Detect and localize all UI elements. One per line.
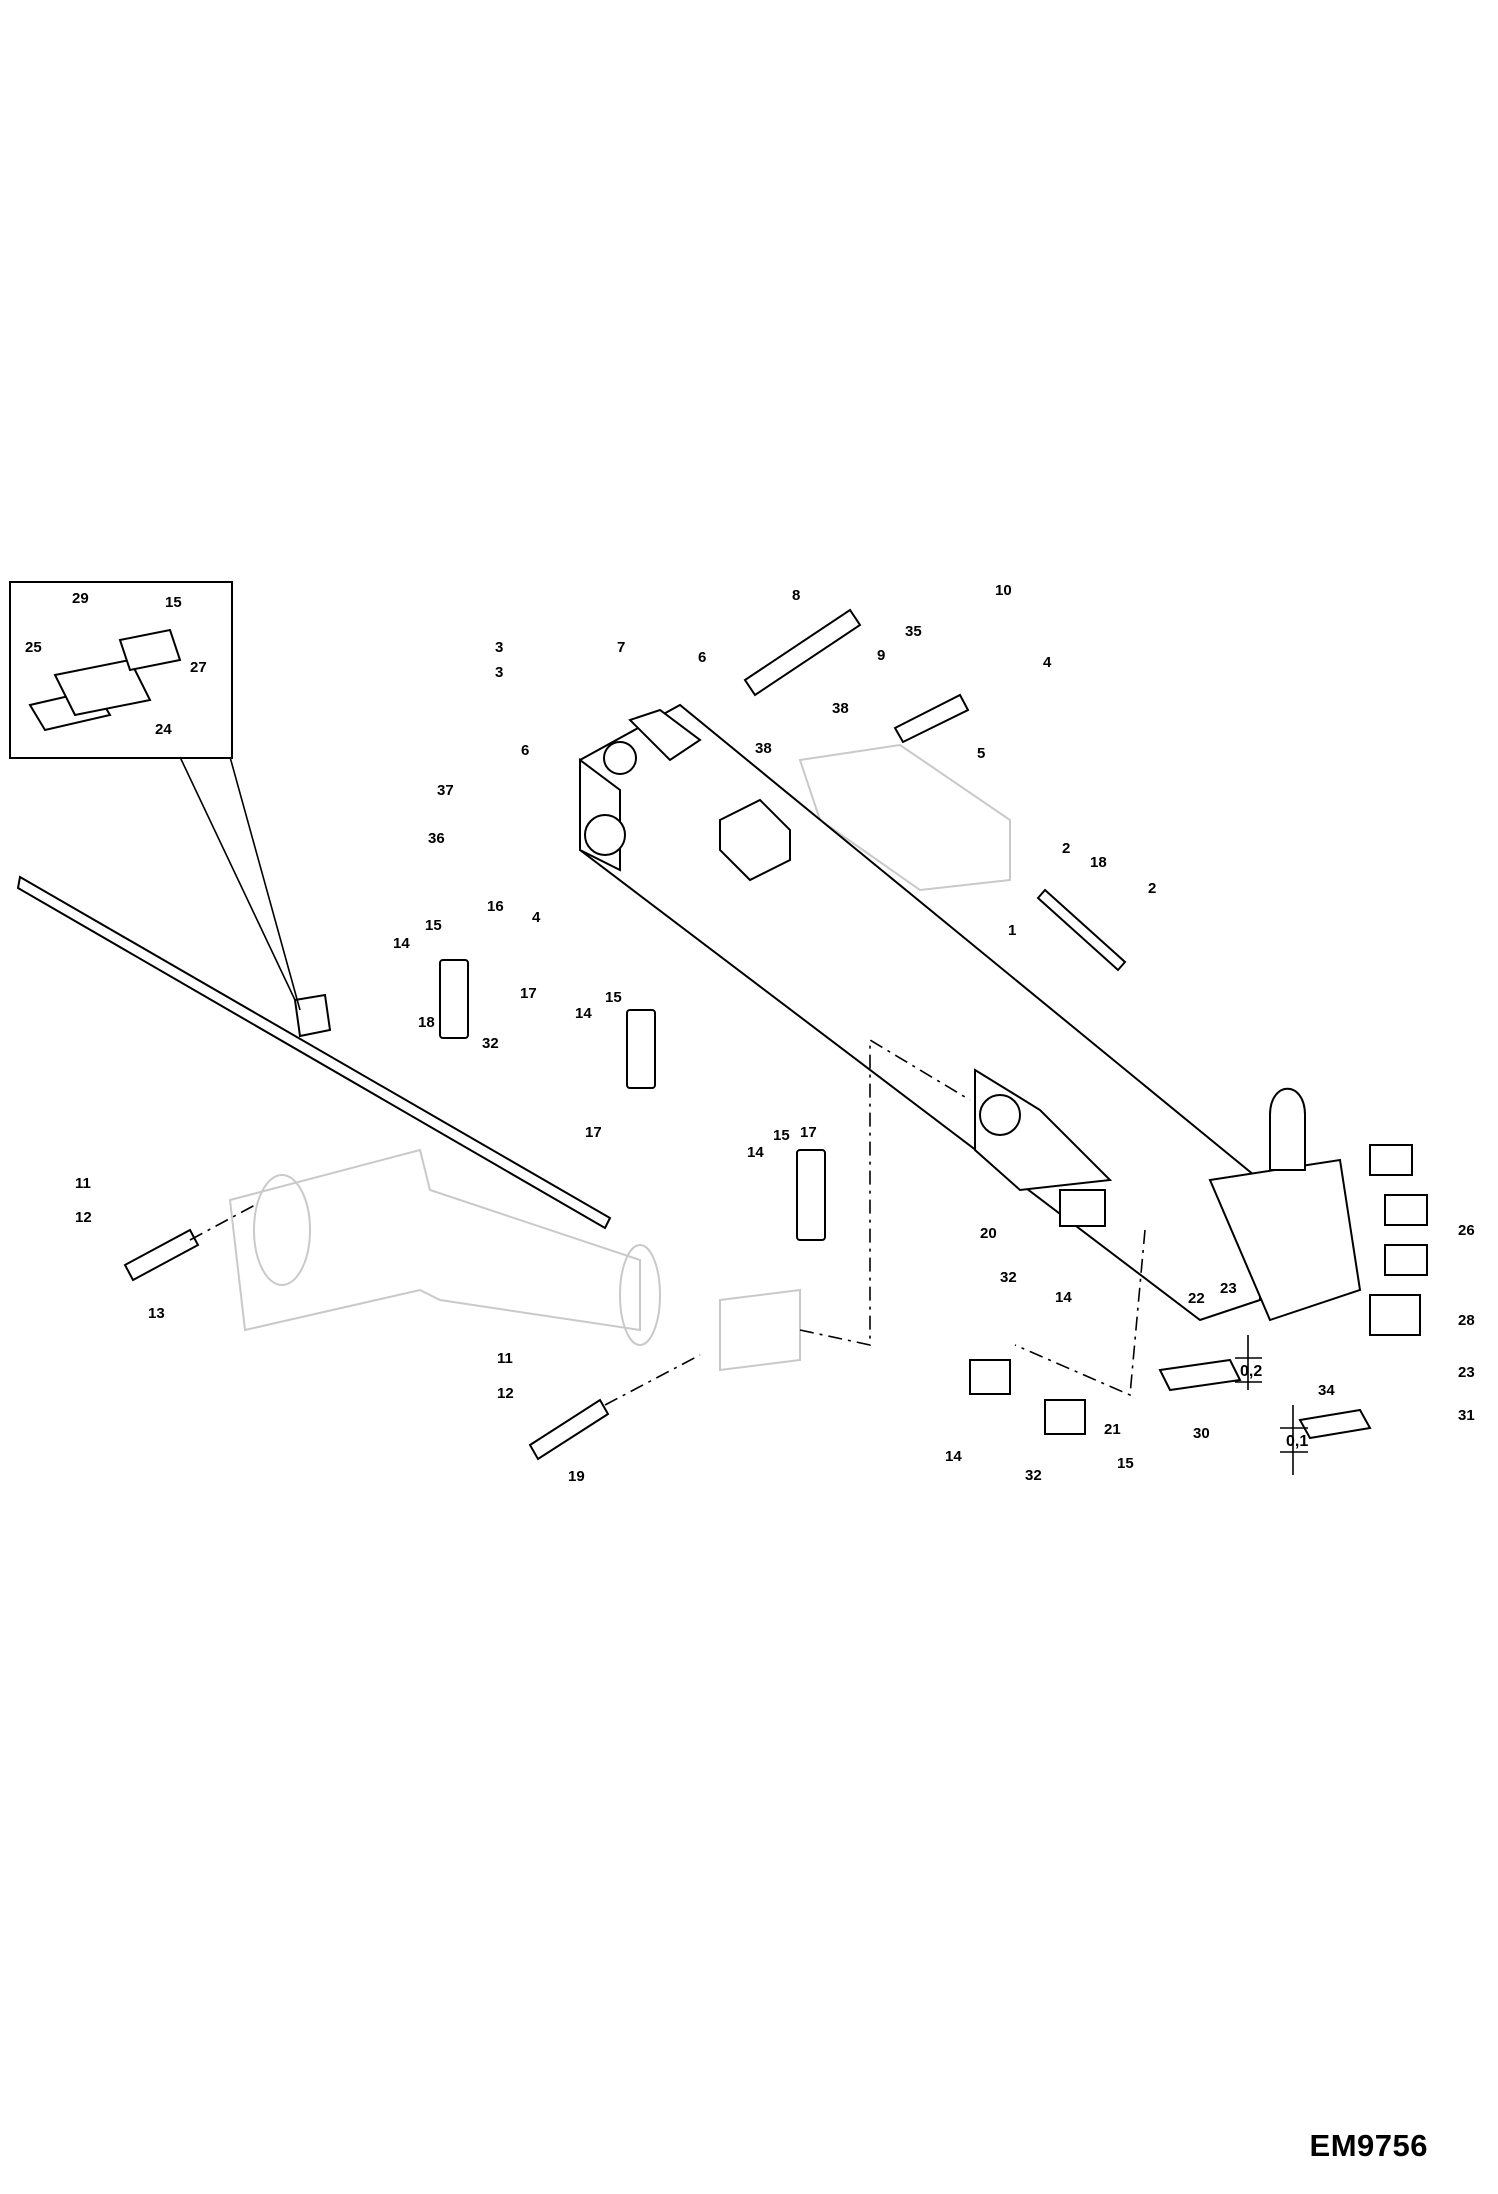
clamp-block-21-b bbox=[1044, 1399, 1086, 1435]
callout-15-e: 15 bbox=[165, 594, 182, 611]
pin-13 bbox=[123, 1228, 200, 1282]
callout-15-d: 15 bbox=[1117, 1455, 1134, 1472]
callout-14-c: 14 bbox=[747, 1144, 764, 1161]
wear-pad-26-b bbox=[1384, 1194, 1428, 1226]
callout-labels: 1 2 2 3 3 4 4 5 6 6 7 8 9 10 11 11 12 12… bbox=[25, 582, 1475, 1485]
callout-5: 5 bbox=[977, 745, 985, 762]
callout-18-a: 18 bbox=[1090, 854, 1107, 871]
callout-29: 29 bbox=[72, 590, 89, 607]
wear-pad-26-a bbox=[1369, 1144, 1413, 1176]
callout-35: 35 bbox=[905, 623, 922, 640]
callout-9: 9 bbox=[877, 647, 885, 664]
svg-text:0,2: 0,2 bbox=[1240, 1363, 1262, 1380]
callout-15-c: 15 bbox=[773, 1127, 790, 1144]
pin-19 bbox=[528, 1398, 610, 1461]
callout-22: 22 bbox=[1188, 1290, 1205, 1307]
connection-line-pin-19 bbox=[604, 1354, 701, 1406]
connection-line-pin-13 bbox=[189, 1204, 256, 1241]
callout-6-a: 6 bbox=[521, 742, 529, 759]
clamp-strip-17-a bbox=[439, 959, 469, 1039]
callout-25: 25 bbox=[25, 639, 42, 656]
detail-inset bbox=[9, 581, 301, 1011]
callout-38-a: 38 bbox=[832, 700, 849, 717]
callout-28: 28 bbox=[1458, 1312, 1475, 1329]
hydraulic-cylinder-ghost bbox=[228, 1148, 801, 1372]
clamp-block-20 bbox=[1059, 1189, 1106, 1227]
clamp-strip-17-c bbox=[796, 1149, 826, 1241]
callout-32-c: 32 bbox=[1025, 1467, 1042, 1484]
callout-21: 21 bbox=[1104, 1421, 1121, 1438]
callout-27: 27 bbox=[190, 659, 207, 676]
callout-17-a: 17 bbox=[520, 985, 537, 1002]
callout-38-b: 38 bbox=[755, 740, 772, 757]
callout-17-c: 17 bbox=[800, 1124, 817, 1141]
shim-34 bbox=[1298, 1408, 1372, 1440]
main-boom-arm bbox=[579, 703, 1362, 1322]
tolerance-marker-0-1: 0,1 bbox=[1280, 1405, 1308, 1475]
callout-26: 26 bbox=[1458, 1222, 1475, 1239]
callout-14-d: 14 bbox=[1055, 1289, 1072, 1306]
pin-8 bbox=[743, 608, 862, 697]
callout-10: 10 bbox=[995, 582, 1012, 599]
callout-2-b: 2 bbox=[1148, 880, 1156, 897]
callout-3-b: 3 bbox=[495, 664, 503, 681]
callout-36: 36 bbox=[428, 830, 445, 847]
connection-line-cylinder bbox=[799, 1038, 971, 1346]
callout-17-b: 17 bbox=[585, 1124, 602, 1141]
callout-19: 19 bbox=[568, 1468, 585, 1485]
connection-line-clamp bbox=[1014, 1229, 1146, 1397]
rod-18-small bbox=[1036, 888, 1127, 972]
hose-rod bbox=[16, 875, 612, 1230]
callout-11-a: 11 bbox=[75, 1175, 91, 1192]
callout-37: 37 bbox=[437, 782, 454, 799]
callout-15-a: 15 bbox=[425, 917, 442, 934]
callout-24: 24 bbox=[155, 721, 172, 738]
svg-text:0,1: 0,1 bbox=[1286, 1433, 1308, 1450]
callout-18-b: 18 bbox=[418, 1014, 435, 1031]
wear-pad-26-c bbox=[1384, 1244, 1428, 1276]
callout-15-b: 15 bbox=[605, 989, 622, 1006]
callout-14-e: 14 bbox=[945, 1448, 962, 1465]
callout-12-b: 12 bbox=[497, 1385, 514, 1402]
callout-31: 31 bbox=[1458, 1407, 1475, 1424]
callout-7: 7 bbox=[617, 639, 625, 656]
callout-3-a: 3 bbox=[495, 639, 503, 656]
document-code: EM9756 bbox=[1309, 2128, 1428, 2163]
callout-32-a: 32 bbox=[482, 1035, 499, 1052]
callout-12-a: 12 bbox=[75, 1209, 92, 1226]
tolerance-marker-0-2: 0,2 bbox=[1235, 1335, 1262, 1390]
callout-4-b: 4 bbox=[1043, 654, 1052, 671]
callout-14-b: 14 bbox=[575, 1005, 592, 1022]
callout-1: 1 bbox=[1008, 922, 1016, 939]
pin-5 bbox=[893, 693, 970, 744]
callout-13: 13 bbox=[148, 1305, 165, 1322]
shim-30 bbox=[1158, 1358, 1242, 1392]
clamp-block-21-a bbox=[969, 1359, 1011, 1395]
slide-block-28 bbox=[1369, 1294, 1421, 1336]
callout-16: 16 bbox=[487, 898, 504, 915]
callout-8: 8 bbox=[792, 587, 800, 604]
callout-34: 34 bbox=[1318, 1382, 1335, 1399]
callout-2-a: 2 bbox=[1062, 840, 1070, 857]
callout-14-a: 14 bbox=[393, 935, 410, 952]
callout-23-b: 23 bbox=[1458, 1364, 1475, 1381]
clamp-strip-17-b bbox=[626, 1009, 656, 1089]
callout-30: 30 bbox=[1193, 1425, 1210, 1442]
callout-23-a: 23 bbox=[1220, 1280, 1237, 1297]
callout-32-b: 32 bbox=[1000, 1269, 1017, 1286]
callout-6-b: 6 bbox=[698, 649, 706, 666]
callout-20: 20 bbox=[980, 1225, 997, 1242]
callout-4-a: 4 bbox=[532, 909, 541, 926]
callout-11-b: 11 bbox=[497, 1350, 513, 1367]
